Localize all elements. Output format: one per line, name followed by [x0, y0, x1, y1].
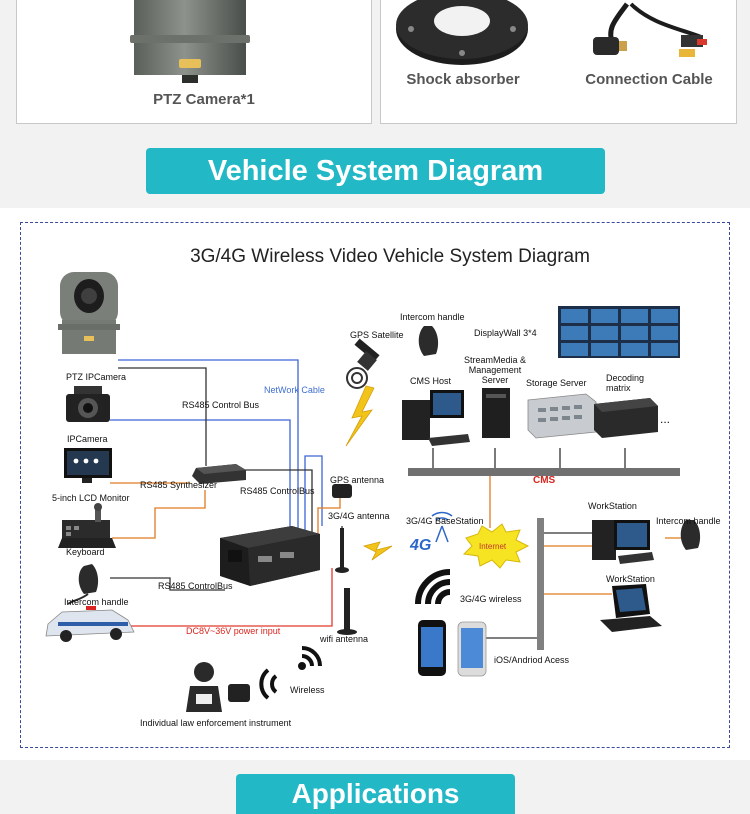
intercom-handle-top-icon: [418, 326, 439, 356]
diagram-frame: [20, 222, 730, 748]
rs485-controlbus-line-2: [245, 469, 313, 538]
system-diagram: 3G/4G Wireless Video Vehicle System Diag…: [0, 208, 750, 760]
ipcamera-icon: [66, 386, 110, 422]
label-keyboard: Keyboard: [66, 547, 105, 557]
decoding-matrix-icon: [594, 398, 658, 438]
access-bar: [537, 518, 544, 650]
mobile-dvr-icon: [220, 526, 320, 586]
diagram-title: 3G/4G Wireless Video Vehicle System Diag…: [190, 246, 590, 267]
label-rs485-synthesizer: RS485 Synthesizer: [140, 480, 218, 490]
laptop-workstation-icon: [600, 584, 662, 632]
connection-cable-caption: Connection Cable: [585, 71, 713, 88]
label-workstation-2: WorkStation: [606, 574, 655, 584]
lcd-monitor-icon: [64, 448, 112, 483]
rs485-controlbus-line-3: [110, 577, 225, 591]
ptz-camera-card: PTZ Camera*1: [16, 0, 372, 124]
ptz-camera-caption: PTZ Camera*1: [153, 91, 255, 108]
label-workstation-1: WorkStation: [588, 501, 637, 511]
label-law-enforcement: Individual law enforcement instrument: [140, 718, 292, 728]
police-car-icon: [45, 606, 135, 642]
label-cms-host: CMS Host: [410, 376, 452, 386]
orange-synth-line: [112, 490, 206, 539]
cms-drop-lines: [432, 448, 626, 470]
storage-server-icon: [527, 393, 597, 439]
gps-antenna-icon: [332, 484, 352, 498]
label-decoding-matrix: Decoding matrix: [606, 373, 645, 393]
wireless-wave-left-icon: [259, 668, 278, 700]
label-wifi-antenna: wifi antenna: [320, 634, 369, 644]
3g4g-antenna-icon: [335, 528, 349, 573]
label-gps-antenna: GPS antenna: [330, 475, 385, 485]
label-gps-satellite: GPS Satellite: [350, 330, 404, 340]
label-4g-logo: 4G: [410, 537, 432, 554]
wireless-wave-right-icon: [298, 646, 322, 670]
applications-banner: Applications: [236, 774, 515, 814]
4g-basestation-icon: [431, 511, 453, 543]
network-cable-ptz: [118, 359, 299, 538]
label-ipcamera: IPCamera: [67, 434, 108, 444]
diagram-graphics: [45, 272, 701, 712]
gps-satellite-icon: [346, 338, 380, 389]
network-cable-ipcam: [110, 419, 291, 538]
label-streammedia: StreamMedia & Management Server: [463, 355, 527, 385]
rs485-synthesizer-icon: [192, 464, 246, 484]
label-wireless: Wireless: [290, 685, 325, 695]
label-lcd-monitor: 5-inch LCD Monitor: [52, 493, 130, 503]
shock-absorber-image: [396, 0, 707, 65]
network-cable-3: [304, 455, 323, 538]
label-intercom-left: Intercom handle: [64, 597, 129, 607]
label-intercom-top: Intercom handle: [400, 312, 465, 322]
workstation-1-icon: [592, 520, 654, 564]
body-camera-icon: [228, 684, 250, 702]
shock-absorber-caption: Shock absorber: [406, 71, 520, 88]
android-phone-icon: [457, 621, 487, 677]
intercom-handle-left-icon: [67, 564, 99, 605]
lightning-satellite-icon: [345, 385, 375, 447]
label-ptz-ipcamera: PTZ IPCamera: [66, 372, 127, 382]
label-cms: CMS: [533, 475, 556, 486]
label-display-wall: DisplayWall 3*4: [474, 328, 537, 338]
label-rs485-controlbus-3: RS485 ControlBus: [158, 581, 233, 591]
cms-host-icon: [402, 390, 470, 446]
label-power-input: DC8V~36V power input: [186, 626, 281, 636]
label-network-cable: NetWork Cable: [264, 385, 325, 395]
label-basestation: 3G/4G BaseStation: [406, 516, 484, 526]
wifi-antenna-icon: [337, 588, 357, 635]
label-ios-android: iOS/Andriod Acess: [494, 655, 570, 665]
ptz-camera-image: [130, 0, 250, 83]
label-3g4g-antenna: 3G/4G antenna: [328, 511, 390, 521]
label-rs485-control-bus: RS485 Control Bus: [182, 400, 260, 410]
law-enforcement-officer-icon: [186, 662, 222, 712]
cms-bar: [408, 468, 680, 476]
iphone-icon: [418, 620, 446, 676]
orange-gps-line: [317, 490, 341, 538]
label-wireless-3g4g: 3G/4G wireless: [460, 594, 522, 604]
rs485-control-bus-line: [118, 367, 207, 466]
label-rs485-controlbus-2: RS485 ControlBus: [240, 486, 315, 496]
accessories-card: Shock absorber Connection Cable: [380, 0, 737, 124]
power-line: [120, 568, 333, 627]
vehicle-system-banner: Vehicle System Diagram: [146, 148, 605, 194]
intercom-handle-right-icon: [680, 520, 701, 550]
ptz-ipcamera-icon: [58, 272, 120, 354]
label-ellipsis: ...: [660, 412, 671, 426]
label-intercom-right: Intercom handle: [656, 516, 721, 526]
label-storage-server: Storage Server: [526, 378, 587, 388]
lightning-basestation-icon: [362, 541, 393, 561]
label-internet: Internet: [479, 542, 507, 551]
display-wall-icon: [558, 306, 680, 358]
keyboard-icon: [58, 503, 116, 548]
wireless-3g4g-icon: [415, 569, 451, 605]
streammedia-server-icon: [482, 388, 510, 438]
internet-burst-icon: [462, 523, 530, 569]
